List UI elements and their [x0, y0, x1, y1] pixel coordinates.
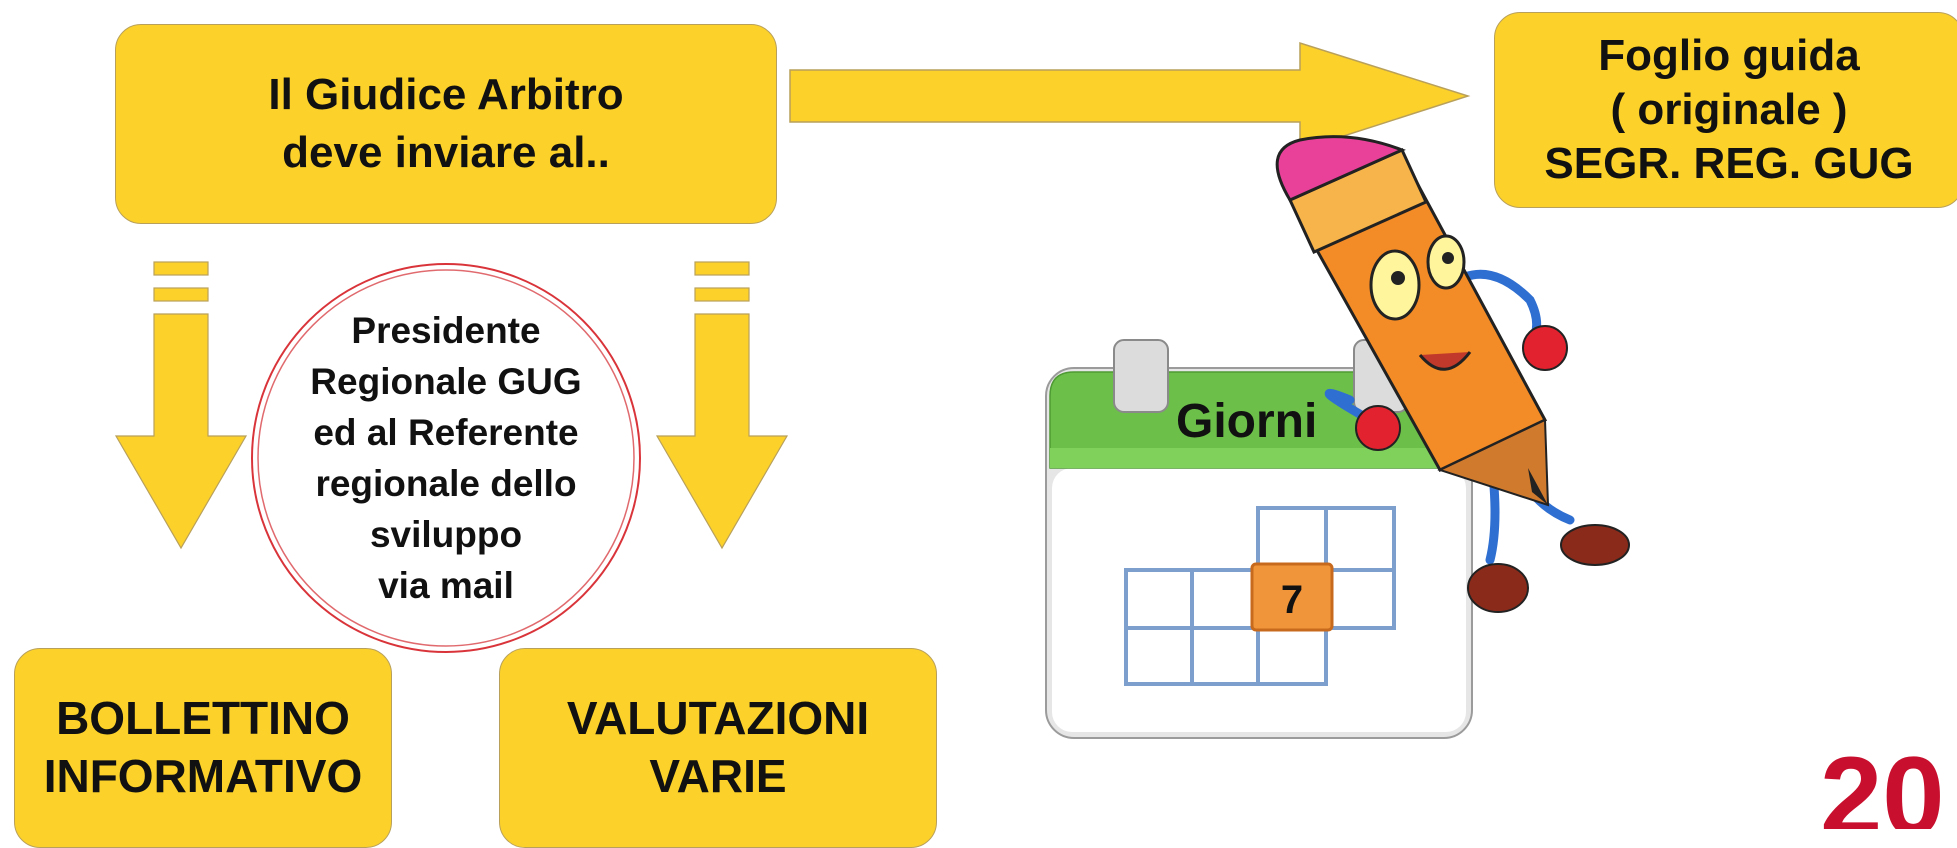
svg-text:20: 20 — [1820, 734, 1945, 829]
valutazioni-line: VALUTAZIONI — [566, 692, 870, 744]
recipient-circle — [251, 263, 641, 653]
pencil-mascot-icon — [1275, 135, 1630, 613]
source-box-line: deve inviare al.. — [282, 128, 610, 177]
circle-line: sviluppo — [369, 514, 523, 555]
target-box-line: SEGR. REG. GUG — [1544, 139, 1914, 188]
corner-logo: 20 — [1820, 734, 1945, 829]
circle-text: Presidente Regionale GUG ed al Referente… — [256, 268, 636, 648]
calendar-icon — [1045, 339, 1473, 739]
valutazioni-box: VALUTAZIONI VARIE — [499, 648, 937, 848]
circle-line: regionale dello — [315, 463, 577, 504]
arrow-right — [789, 41, 1471, 152]
bollettino-box: BOLLETTINO INFORMATIVO — [14, 648, 392, 848]
source-box: Il Giudice Arbitro deve inviare al.. — [115, 24, 777, 224]
target-box-line: ( originale ) — [1610, 85, 1848, 134]
target-box-line: Foglio guida — [1598, 31, 1860, 80]
arrow-down-left — [114, 261, 248, 550]
arrow-down-right — [655, 261, 789, 550]
bollettino-line: BOLLETTINO — [56, 692, 350, 744]
bollettino-line: INFORMATIVO — [43, 750, 363, 802]
circle-line: Regionale GUG — [310, 361, 582, 402]
circle-line: ed al Referente — [313, 412, 579, 453]
circle-line: via mail — [378, 565, 514, 606]
source-box-line: Il Giudice Arbitro — [268, 70, 624, 119]
diagram-graphics: 20 — [114, 41, 1945, 829]
calendar-day: 7 — [1280, 578, 1304, 622]
valutazioni-line: VARIE — [649, 750, 787, 802]
calendar-title: Giorni — [1176, 395, 1318, 448]
target-box: Foglio guida ( originale ) SEGR. REG. GU… — [1494, 12, 1957, 208]
circle-line: Presidente — [351, 310, 541, 351]
